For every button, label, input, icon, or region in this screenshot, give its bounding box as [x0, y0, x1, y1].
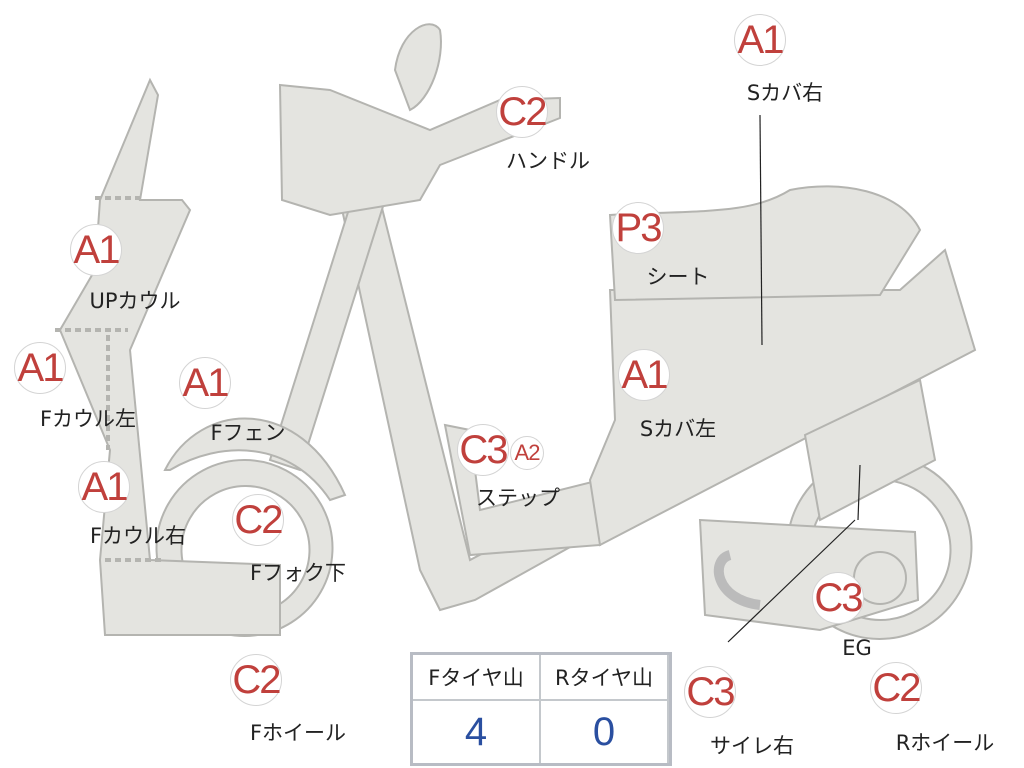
grade-badge: A1 — [179, 357, 231, 409]
front-tire-header: Fタイヤ山 — [413, 655, 541, 701]
tire-tread-table: Fタイヤ山 Rタイヤ山 4 0 — [410, 652, 672, 766]
grade-badge: P3 — [612, 202, 664, 254]
leader-line — [759, 114, 763, 346]
part-label: Sカバ左 — [639, 417, 717, 441]
part-label: ハンドル — [506, 149, 590, 173]
seat — [608, 185, 922, 302]
part-label: Rホイール — [895, 731, 995, 755]
grade-badge: C2 — [232, 494, 284, 546]
part-label: Fカウル左 — [39, 407, 137, 431]
part-label: Fフェン — [210, 421, 286, 445]
grade-badge: C2 — [496, 86, 548, 138]
part-label: UPカウル — [89, 289, 181, 313]
grade-badge: C2 — [870, 662, 922, 714]
muffler — [803, 378, 937, 522]
grade-badge: A1 — [734, 14, 786, 66]
rear-tire-value: 0 — [541, 701, 669, 763]
grade-badge: A1 — [14, 342, 66, 394]
handlebar — [278, 83, 561, 217]
part-label: ステップ — [476, 486, 560, 510]
part-label: Fカウル右 — [89, 524, 187, 548]
part-label: シート — [646, 265, 710, 289]
mirror — [393, 23, 442, 112]
part-label: Fフォク下 — [249, 561, 347, 585]
grade-badge-secondary: A2 — [510, 436, 544, 470]
grade-badge: C3 — [457, 424, 509, 476]
front-fender — [163, 417, 347, 502]
part-label: Sカバ右 — [746, 81, 824, 105]
grade-badge: A1 — [78, 461, 130, 513]
grade-badge: C3 — [684, 666, 736, 718]
side-cover — [588, 248, 977, 547]
part-label: Fホイール — [249, 721, 347, 745]
grade-badge: C3 — [812, 572, 864, 624]
rear-tire-header: Rタイヤ山 — [541, 655, 669, 701]
grade-badge: A1 — [70, 224, 122, 276]
part-label: EG — [842, 636, 872, 660]
front-tire-value: 4 — [413, 701, 541, 763]
grade-badge: C2 — [230, 654, 282, 706]
part-label: サイレ右 — [710, 734, 794, 758]
grade-badge: A1 — [618, 349, 670, 401]
